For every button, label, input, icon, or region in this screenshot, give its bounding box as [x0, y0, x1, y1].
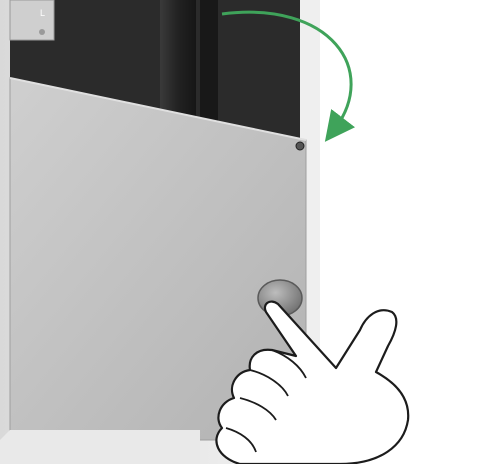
interior-rail-shadow — [200, 0, 218, 124]
side-marking-label: L — [40, 8, 45, 18]
frame-foot — [0, 430, 200, 464]
bracket-screw-icon — [39, 29, 45, 35]
side-bracket — [10, 0, 54, 40]
interior-rail — [160, 0, 196, 118]
screw-icon — [296, 142, 304, 150]
